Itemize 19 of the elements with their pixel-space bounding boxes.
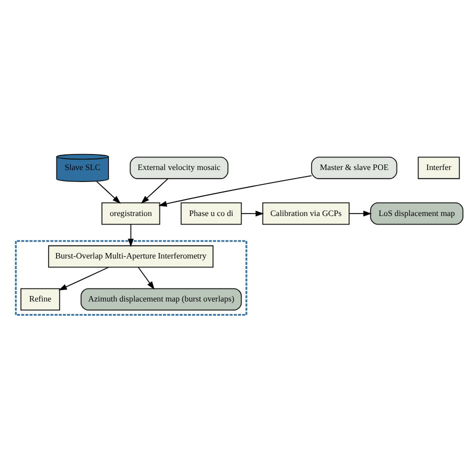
arrow [348,210,372,216]
arrow [58,266,110,290]
node-box: Refine [20,288,60,311]
arrow [138,266,155,290]
node-box: External velocity mosaic [130,156,228,180]
node-box: Interfer [418,156,460,180]
node-box: Phase u co di [180,202,242,225]
node-box: Master & slave POE [311,156,398,180]
arrow [140,178,168,204]
arrow [158,175,312,207]
node-box: Burst-Overlap Multi-Aperture Interferometry [48,245,214,268]
arrow [128,224,134,248]
arrow [240,210,264,216]
cluster [14,240,248,316]
node-box: Azimuth displacement map (burst overlaps) [80,288,242,311]
node-box: Calibration via GCPs [262,202,350,225]
node-box: oregistration [101,202,160,225]
node-box: LoS displacement map [370,202,464,225]
arrow [96,181,121,204]
